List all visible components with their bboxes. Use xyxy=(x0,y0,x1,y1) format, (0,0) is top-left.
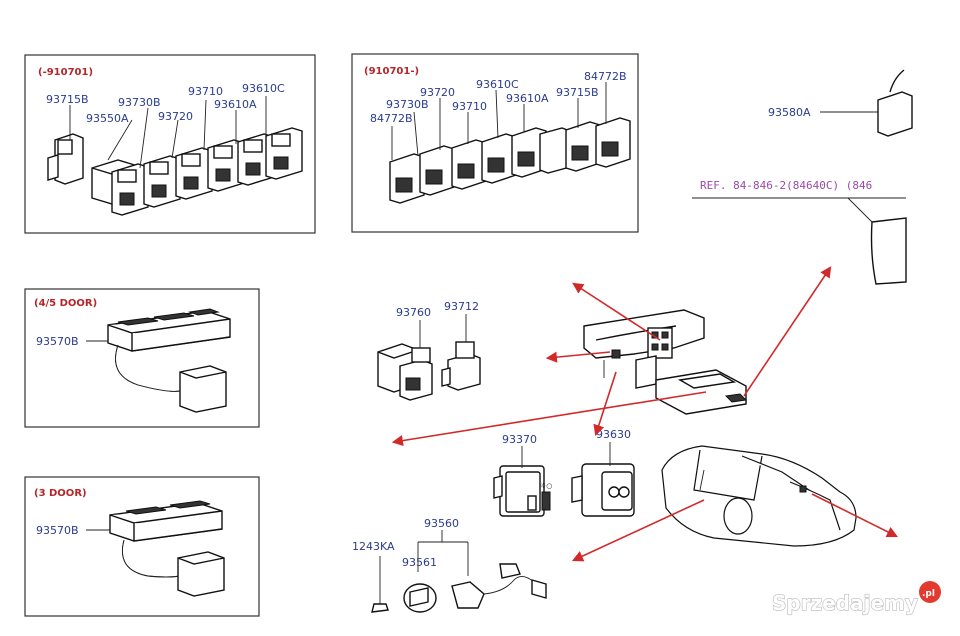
part-label: 93610A xyxy=(506,92,549,105)
red-callout-arrows xyxy=(391,266,899,562)
box-3-door: (3 DOOR) 93570B xyxy=(24,476,260,617)
part-label: 93730B xyxy=(118,96,161,109)
part-label: 93550A xyxy=(86,112,129,125)
part-label: 93715B xyxy=(46,93,89,106)
box-header: (-910701) xyxy=(38,67,93,78)
part-label: 93710 xyxy=(452,100,487,113)
arrow-to-dash-switches xyxy=(593,371,617,437)
arrow-to-left-switches xyxy=(545,351,611,363)
part-label: 93560 xyxy=(424,517,459,530)
part-label: 93715B xyxy=(556,86,599,99)
arrow-to-trunk xyxy=(811,493,899,538)
part-label: 93580A xyxy=(768,106,811,119)
box-pre-910701: (-910701) xyxy=(24,54,316,234)
watermark-badge xyxy=(919,581,941,603)
watermark-badge-text: .pl xyxy=(922,589,935,599)
mirror-switch-group: 93580A xyxy=(768,69,913,137)
box-frame xyxy=(24,288,260,428)
part-label: 93712 xyxy=(444,300,479,313)
reference-note: REF. 84-846-2(84640C) (846 xyxy=(692,179,907,285)
part-label: 93730B xyxy=(386,98,429,111)
switch-assembly-93560: 93560 1243KA 93561 xyxy=(352,517,547,613)
part-label: 93570B xyxy=(36,524,79,537)
part-label: 93720 xyxy=(420,86,455,99)
car-outline xyxy=(661,445,857,547)
box-header: (910701-) xyxy=(364,66,419,77)
watermark: Sprzedajemy .pl xyxy=(771,581,941,616)
switch-row xyxy=(389,117,631,204)
part-label: 84772B xyxy=(584,70,627,83)
box-frame xyxy=(24,476,260,617)
part-label: 93570B xyxy=(36,335,79,348)
svg-text:☼○: ☼○ xyxy=(540,482,552,490)
box-frame xyxy=(351,53,639,233)
part-label: 93561 xyxy=(402,556,437,569)
reference-text: REF. 84-846-2(84640C) (846 xyxy=(700,179,872,192)
part-label: 93760 xyxy=(396,306,431,319)
part-label: 84772B xyxy=(370,112,413,125)
box-4-5-door: (4/5 DOOR) 93570B xyxy=(24,288,260,428)
box-frame xyxy=(24,54,316,234)
part-label: 93710 xyxy=(188,85,223,98)
part-label: 1243KA xyxy=(352,540,395,553)
part-label: 93630 xyxy=(596,428,631,441)
arrow-to-window-boxes xyxy=(391,391,707,447)
part-label: 93610A xyxy=(214,98,257,111)
watermark-text: Sprzedajemy xyxy=(772,591,918,615)
arrow-to-top-left xyxy=(572,282,661,341)
arrow-to-door-switch xyxy=(571,499,705,562)
box-post-910701: (910701-) 84772B 93730B 93720 xyxy=(351,53,639,233)
switch-pair-93370-93630: ☼○ 93370 93630 xyxy=(493,428,635,517)
switch-row xyxy=(47,127,303,216)
arrow-to-mirror-switch xyxy=(743,266,832,397)
part-label: 93370 xyxy=(502,433,537,446)
box-header: (3 DOOR) xyxy=(34,488,87,499)
part-label: 93610C xyxy=(242,82,285,95)
box-header: (4/5 DOOR) xyxy=(34,298,97,309)
switch-pair-93760-93712: 93760 93712 xyxy=(377,300,481,401)
part-label: 93720 xyxy=(158,110,193,123)
part-label: 93610C xyxy=(476,78,519,91)
